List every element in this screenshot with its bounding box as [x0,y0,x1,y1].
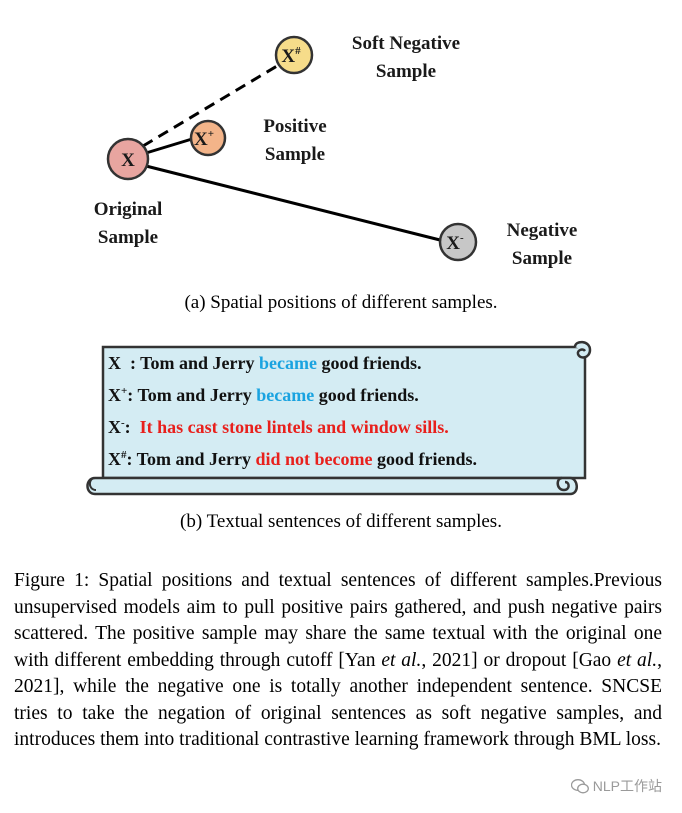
svg-text:X: X [121,150,135,171]
node-original: X [106,137,150,181]
edge-positive [145,137,193,155]
svg-text:X-: X- [446,232,464,254]
caption-etal-1: et al. [381,649,422,671]
caption-label: Figure 1: [14,570,90,591]
watermark: NLP工作站 [570,776,662,796]
label-positive-2: Sample [265,144,325,165]
caption-text-3: , 2021], while the negative one is total… [14,649,662,751]
label-negative-2: Sample [512,248,572,269]
subcaption-b: (b) Textual sentences of different sampl… [180,511,502,532]
figure-graphic: X X+ X# X- Soft Negative Sample Positive… [86,33,592,532]
node-positive: X+ [189,119,227,157]
sentence-negative: X-: It has cast stone lintels and window… [108,417,449,437]
watermark-text: NLP工作站 [592,778,662,794]
caption-text-1: Spatial positions and textual sentences … [14,570,662,671]
edge-soft-negative [142,64,278,148]
svg-text:X+: X+ [194,128,214,150]
caption-text-2: , 2021] or dropout [Gao [421,649,618,671]
svg-text:X#: X# [281,45,301,67]
wechat-icon [570,778,589,793]
label-original-2: Sample [98,227,158,248]
figure-caption: Figure 1: Spatial positions and textual … [14,568,662,754]
label-original-1: Original [94,199,163,220]
caption-etal-2: et al. [617,649,658,671]
node-negative: X- [438,222,478,262]
node-soft-negative: X# [274,35,314,75]
label-soft-negative-1: Soft Negative [352,33,460,54]
label-soft-negative-2: Sample [376,61,436,82]
sentence-original: X : Tom and Jerry became good friends. [108,353,422,373]
sentence-soft-negative: X#: Tom and Jerry did not become good fr… [108,449,478,469]
label-positive-1: Positive [263,116,326,137]
subcaption-a: (a) Spatial positions of different sampl… [184,292,497,313]
label-negative-1: Negative [507,220,578,241]
sentence-positive: X+: Tom and Jerry became good friends. [108,385,419,405]
scroll-banner [86,340,592,496]
edge-negative [145,164,441,242]
